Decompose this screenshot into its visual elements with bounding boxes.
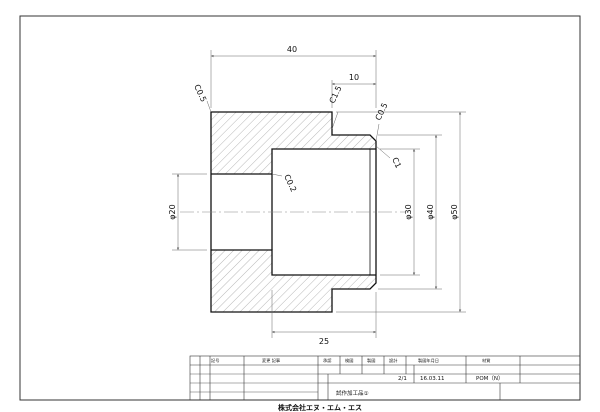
tb-col-sign: 記号	[211, 357, 219, 364]
chamfer-bore-mouth: C1	[390, 156, 403, 169]
tb-col-check: 検図	[345, 357, 353, 364]
chamfer-bore-bottom: C0.2	[282, 173, 298, 193]
tb-col-change: 変更 記事	[262, 357, 280, 364]
sheet-border	[19, 15, 581, 401]
dim-bore-depth: 25	[319, 337, 329, 346]
dim-hole-dia: φ20	[168, 204, 177, 219]
dim-step-dia: φ40	[426, 204, 435, 219]
dim-outer-dia: φ50	[450, 204, 459, 219]
dim-bore-dia: φ30	[404, 204, 413, 219]
tb-col-design: 設計	[389, 357, 397, 364]
tb-col-material-label: 材質	[482, 357, 490, 364]
section-bottom-hatch	[211, 250, 376, 312]
tb-col-draw: 製図	[367, 357, 375, 364]
chamfer-outer-left: C0.5	[192, 83, 208, 103]
tb-part-name: 試作加工品①	[336, 389, 369, 397]
tb-scale: 2/1	[398, 376, 407, 382]
title-block	[189, 355, 581, 401]
tb-col-date-label: 製図年月日	[418, 357, 439, 364]
tb-col-approve: 承認	[323, 357, 332, 364]
company-name: 株式会社エヌ・エム・エス	[278, 403, 362, 412]
chamfer-step: C1.5	[328, 84, 344, 104]
dimension-lines	[172, 50, 466, 338]
section-top-hatch	[211, 112, 376, 174]
tb-material: POM（N）	[476, 375, 504, 382]
tb-date: 16.03.11	[420, 376, 445, 382]
dim-overall-length: 40	[287, 45, 297, 54]
dim-step-length: 10	[349, 73, 359, 82]
